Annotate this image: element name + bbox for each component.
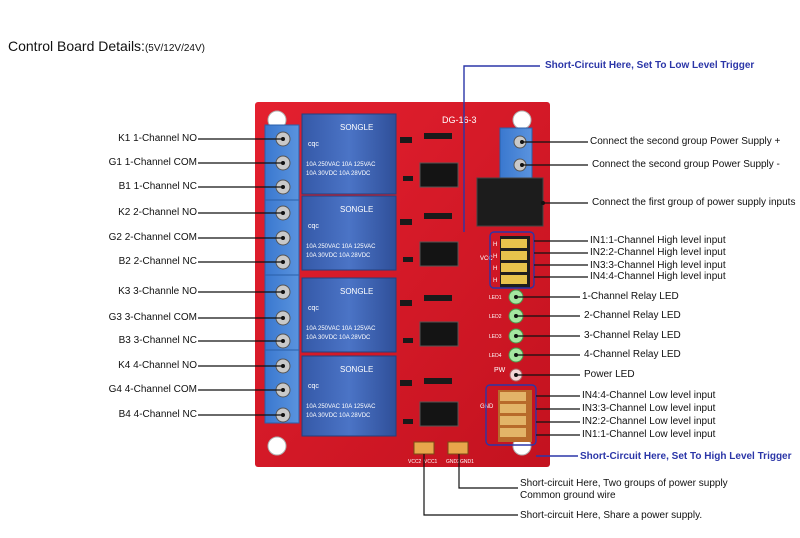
title-voltage: (5V/12V/24V) [144,43,205,54]
low-trigger-note: Short-Circuit Here, Set To Low Level Tri… [545,60,755,71]
relay-3 [301,277,397,353]
optocouplers [419,162,459,427]
relay-mark-text: cqc [308,305,319,312]
gnd2-silk: GND2 [446,459,460,465]
smd-components [400,133,452,424]
header-letter: H [493,266,497,272]
pointer-lines [198,138,588,516]
vcc2-silk: VCC2 [408,459,422,465]
gnd-silk: GND [480,404,494,410]
led-silk-label: LED3 [489,334,502,340]
title-text: Control Board Details: [8,38,145,54]
board-model: DG-16-3 [442,115,477,125]
label-power1: Connect the first group of power supply … [592,197,796,208]
relay-rating-text: 10A 30VDC 10A 28VDC [306,253,371,259]
label-led4: 4-Channel Relay LED [584,349,681,360]
low-level-header [498,390,532,442]
label-in3-low: IN3:3-Channel Low level input [582,403,716,414]
label-k1: K1 1-Channel NO [118,133,197,144]
relay-4 [301,355,397,437]
label-in2-low: IN2:2-Channel Low level input [582,416,716,427]
label-led2: 2-Channel Relay LED [584,310,681,321]
dc-jack [476,177,544,227]
label-k4: K4 4-Channel NO [118,360,197,371]
relay-brand-text: SONGLE [340,123,373,132]
label-led1: 1-Channel Relay LED [582,291,679,302]
label-b4: B4 4-Channel NC [118,409,197,420]
relay-mark-text: cqc [308,141,319,148]
label-b3: B3 3-Channel NC [118,335,197,346]
page-title: Control Board Details:(5V/12V/24V) [8,38,205,54]
header-letter: H [493,278,497,284]
gnd1-silk: GND1 [460,459,474,465]
label-g1: G1 1-Channel COM [108,157,197,168]
relay-rating-text: 10A 250VAC 10A 125VAC [306,326,376,332]
label-in2-high: IN2:2-Channel High level input [590,247,726,258]
label-in1-low: IN1:1-Channel Low level input [582,429,716,440]
header-letter: H [493,254,497,260]
led-silk-label: LED1 [489,295,502,301]
label-power2-plus: Connect the second group Power Supply + [590,136,781,147]
relay-2 [301,195,397,271]
label-g4: G4 4-Channel COM [108,384,197,395]
relay-mark-text: cqc [308,223,319,230]
label-in3-high: IN3:3-Channel High level input [590,260,726,271]
label-led3: 3-Channel Relay LED [584,330,681,341]
label-in4-low: IN4:4-Channel Low level input [582,390,716,401]
vcc-silk: VCC [480,256,493,262]
relay-mark-text: cqc [308,383,319,390]
relay-brand-text: SONGLE [340,365,373,374]
label-b1: B1 1-Channel NC [118,181,197,192]
vcc1-silk: VCC1 [424,459,438,465]
power-terminal [499,127,533,179]
high-trigger-note: Short-Circuit Here, Set To High Level Tr… [580,451,792,462]
led-silk-label: LED2 [489,314,502,320]
label-g3: G3 3-Channel COM [108,312,197,323]
relay-rating-text: 10A 30VDC 10A 28VDC [306,413,371,419]
label-power-led: Power LED [584,369,635,380]
pw-silk: PW [494,367,506,374]
relay-brand-text: SONGLE [340,205,373,214]
label-power2-minus: Connect the second group Power Supply - [592,159,780,170]
relay-rating-text: 10A 250VAC 10A 125VAC [306,162,376,168]
label-g2: G2 2-Channel COM [108,232,197,243]
relay-rating-text: 10A 30VDC 10A 28VDC [306,335,371,341]
bottom-note-share-supply: Short-circuit Here, Share a power supply… [520,510,703,521]
led-silk-label: LED4 [489,353,502,359]
label-in1-high: IN1:1-Channel High level input [590,235,726,246]
high-level-header [500,236,530,288]
header-letter: H [493,242,497,248]
relay-brand-text: SONGLE [340,287,373,296]
label-b2: B2 2-Channel NC [118,256,197,267]
bottom-note-common-ground: Short-circuit Here, Two groups of power … [520,478,728,501]
relay-rating-text: 10A 250VAC 10A 125VAC [306,404,376,410]
relay-rating-text: 10A 30VDC 10A 28VDC [306,171,371,177]
relay-1 [301,113,397,195]
pointer-dots [281,137,545,417]
highlight-boxes [485,231,537,446]
label-k3: K3 3-Channle NO [118,286,197,297]
label-k2: K2 2-Channel NO [118,207,197,218]
label-in4-high: IN4:4-Channel High level input [590,271,726,282]
trigger-lines [463,65,578,457]
relay-rating-text: 10A 250VAC 10A 125VAC [306,244,376,250]
